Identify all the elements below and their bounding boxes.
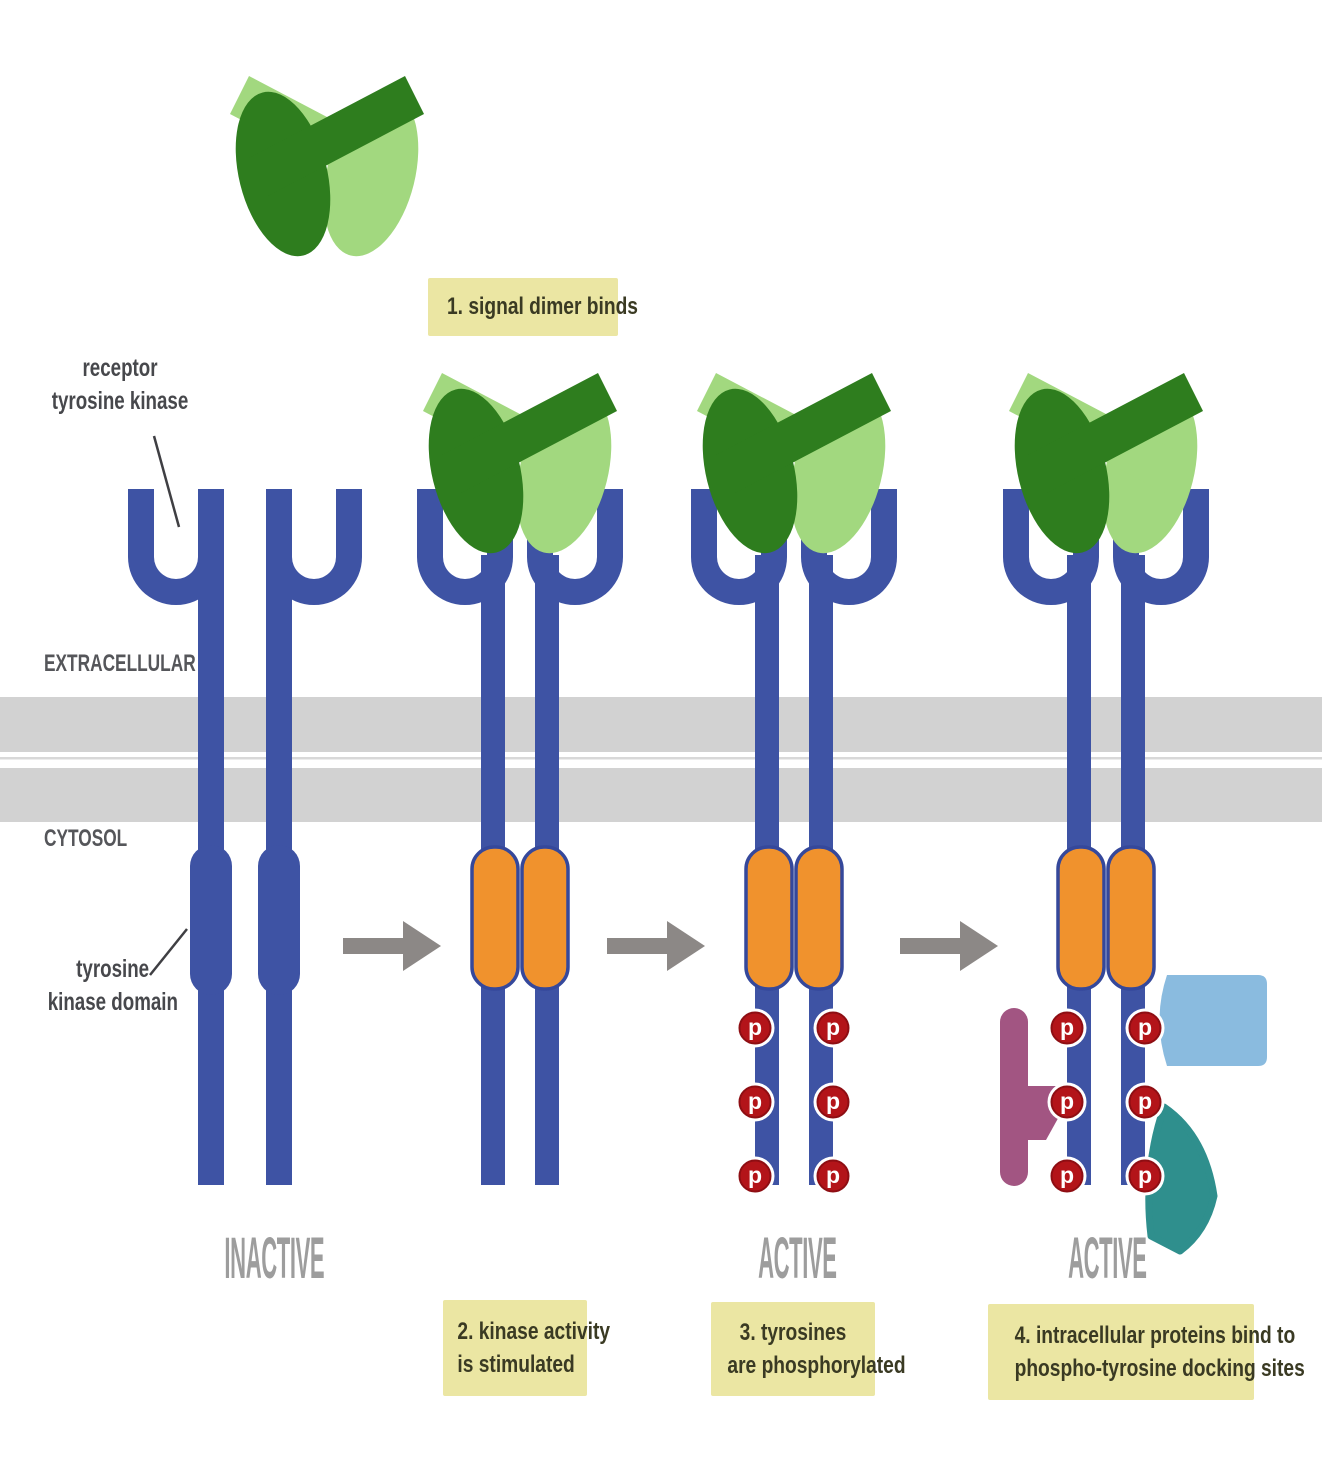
mauve-protein-bar	[1000, 1008, 1028, 1186]
step-box-4: 4. intracellular proteins bind to phosph…	[988, 1304, 1305, 1400]
signal-dimer-bound	[412, 373, 628, 564]
panel-proteins-docked: p p p p p p	[998, 373, 1267, 1255]
receptor-tyrosine-kinase-label: receptor tyrosine kinase	[20, 352, 220, 418]
step-arrow-icon	[343, 921, 441, 971]
kinase-domain-active	[794, 845, 844, 991]
phosphate-letter: p	[1138, 1162, 1152, 1188]
panel-kinase-stimulated	[412, 373, 628, 1185]
signal-dimer-free	[219, 76, 435, 267]
phosphate-letter: p	[1060, 1014, 1074, 1040]
step-box-1: 1. signal dimer binds	[428, 278, 638, 336]
phosphate-letter: p	[748, 1162, 762, 1188]
tyrosine-kinase-domain-label: tyrosine kinase domain	[13, 953, 213, 1019]
membrane-midline	[0, 757, 1322, 760]
state-label-inactive: INACTIVE	[224, 1226, 325, 1291]
phosphate-letter: p	[1138, 1088, 1152, 1114]
kinase-label-line1: tyrosine	[76, 955, 150, 983]
receptor-label-line2: tyrosine kinase	[51, 387, 189, 415]
kinase-domain-active	[1106, 845, 1156, 991]
extracellular-label: EXTRACELLULAR	[44, 650, 196, 677]
docked-protein-light-blue	[1159, 975, 1267, 1066]
phosphate-letter: p	[1138, 1014, 1152, 1040]
phosphate-letter: p	[826, 1088, 840, 1114]
kinase-domain-inactive	[258, 845, 300, 995]
step-box-2: 2. kinase activity is stimulated	[443, 1300, 610, 1396]
step-box-3: 3. tyrosines are phosphorylated	[711, 1302, 906, 1396]
phosphate-letter: p	[748, 1014, 762, 1040]
phosphate-letter: p	[826, 1014, 840, 1040]
receptor-pointer-line	[152, 435, 181, 528]
kinase-domain-active	[470, 845, 520, 991]
kinase-domain-active	[1056, 845, 1106, 991]
signal-dimer-bound	[998, 373, 1214, 564]
kinase-domain-active	[520, 845, 570, 991]
kinase-domain-pointer-line	[149, 928, 188, 976]
receptor-label-line1: receptor	[82, 354, 158, 382]
step-arrow-icon	[607, 921, 705, 971]
step-arrow-icon	[900, 921, 998, 971]
receptor-stem	[266, 489, 292, 1185]
state-label-active-3: ACTIVE	[758, 1226, 837, 1291]
panel-phosphorylated: p p p p p p	[686, 373, 902, 1197]
kinase-domain-active	[744, 845, 794, 991]
phosphate-letter: p	[1060, 1088, 1074, 1114]
receptor-stem	[198, 489, 224, 1185]
state-label-active-4: ACTIVE	[1068, 1226, 1147, 1291]
panel-inactive-receptor	[128, 489, 362, 1185]
phosphate-letter: p	[1060, 1162, 1074, 1188]
kinase-domain-inactive	[190, 845, 232, 995]
phosphate-letter: p	[748, 1088, 762, 1114]
kinase-label-line2: kinase domain	[47, 988, 179, 1016]
signal-dimer-bound	[686, 373, 902, 564]
cytosol-label: CYTOSOL	[44, 825, 128, 852]
phosphate-letter: p	[826, 1162, 840, 1188]
